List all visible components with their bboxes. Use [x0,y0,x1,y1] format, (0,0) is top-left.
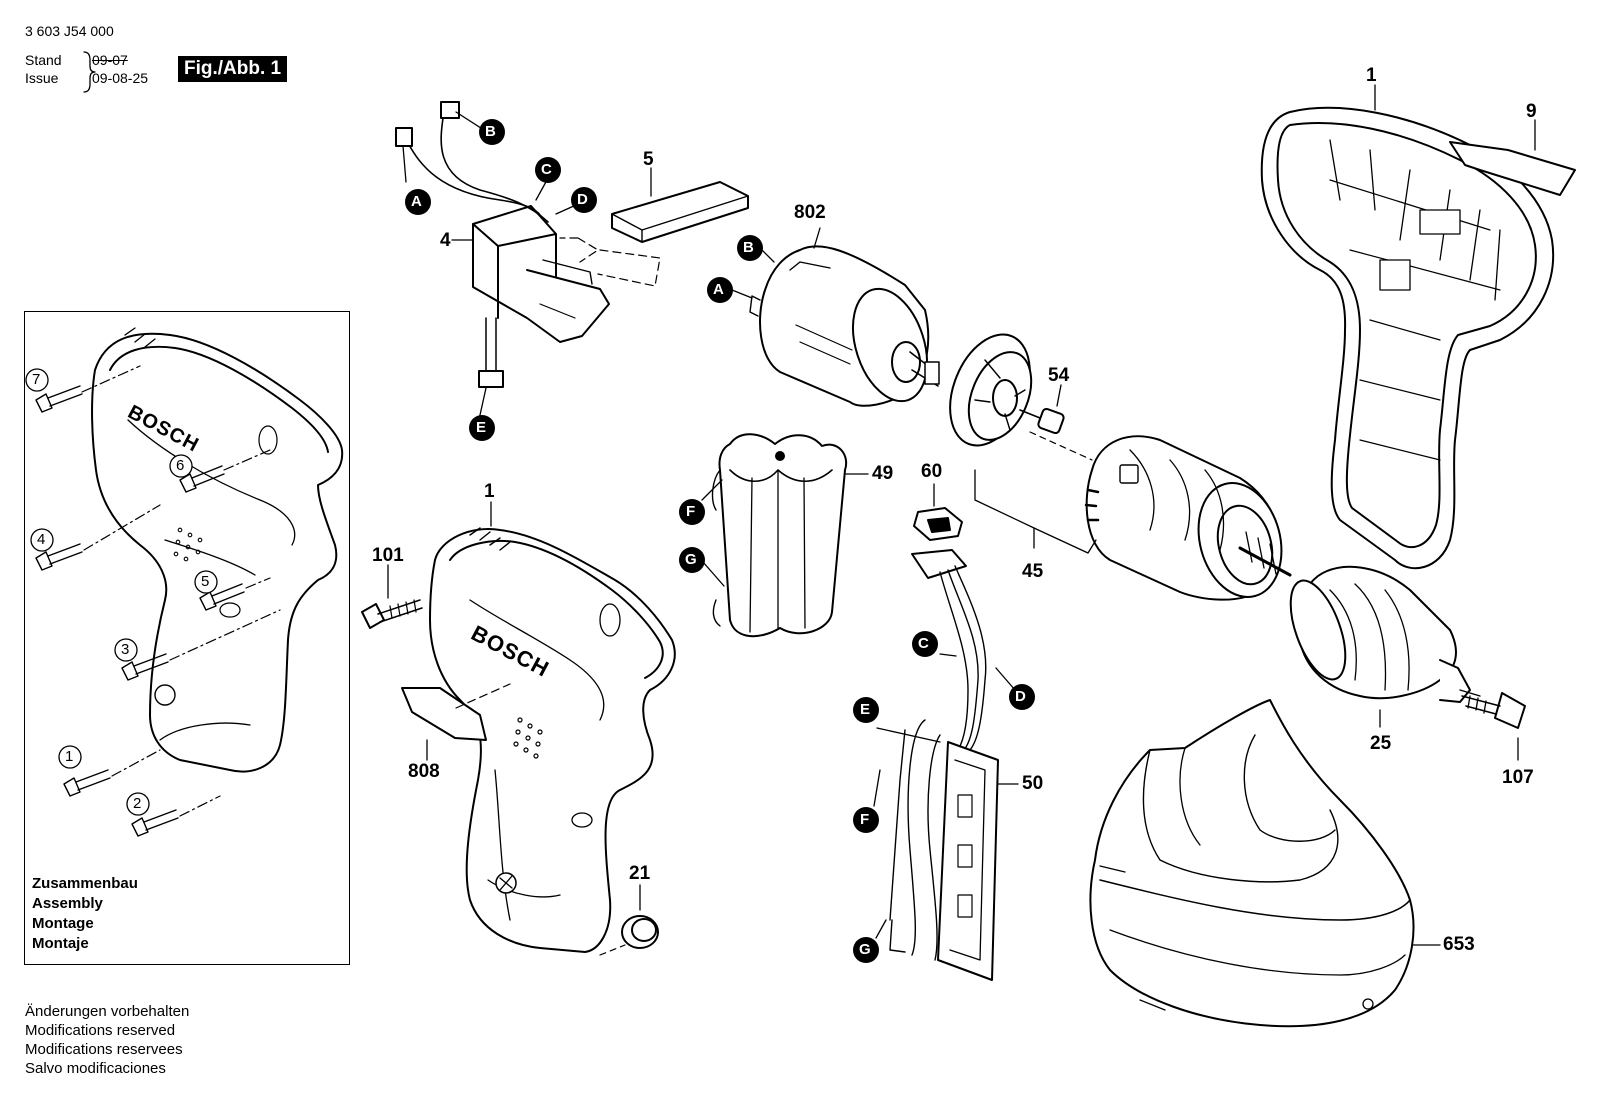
footer-note-fr: Modifications reservees [25,1041,183,1058]
label-part-808 [401,687,487,741]
step-3: 3 [121,641,130,658]
connector-D-electronics: D [1015,688,1026,705]
callout-101: 101 [372,545,404,566]
screw-part-107 [1461,692,1526,761]
screw-part-101 [361,564,423,629]
document-number: 3 603 J54 000 [25,23,114,39]
connector-F-battery: F [686,503,696,520]
callout-54: 54 [1048,365,1070,386]
inset-housing-drawing [91,327,344,773]
issue-label: Issue [25,70,59,86]
callout-49: 49 [872,463,894,484]
callout-1-housing: 1 [1366,65,1377,86]
issue-date: 09-08-25 [92,70,149,86]
electronics-part-50 [889,549,999,981]
connector-F-electronics: F [860,811,870,828]
callout-60: 60 [921,461,943,482]
cap-part-21 [599,884,659,956]
inset-screws [35,385,245,837]
label-part-9 [1449,141,1576,196]
step-2: 2 [133,795,142,812]
step-6: 6 [176,457,185,474]
label-part-5 [611,181,749,243]
assembly-caption-de: Zusammenbau [32,875,138,892]
callout-808: 808 [408,761,440,782]
connector-G-battery: G [685,551,697,568]
callout-802: 802 [794,202,826,223]
motor-part-802 [749,245,940,407]
callout-21: 21 [629,863,651,884]
step-1: 1 [65,748,74,765]
header-brace [83,51,96,93]
connector-A-motor: A [713,281,724,298]
connector-B-motor: B [743,239,754,256]
stand-label: Stand [25,52,62,68]
footer-note-de: Änderungen vorbehalten [25,1003,190,1020]
stand-date: 09-07 [92,52,128,68]
assembly-caption-fr: Montage [32,915,94,932]
housing-half-part-1-center [429,527,676,953]
connector-E-electronics: E [860,701,871,718]
callout-4: 4 [440,230,451,251]
connector-D-switch: D [577,191,588,208]
callout-50: 50 [1022,773,1044,794]
callout-9: 9 [1526,101,1537,122]
assembly-inset-frame [24,311,350,965]
assembly-caption-es: Montaje [32,935,89,952]
footer-note-en: Modifications reserved [25,1022,176,1039]
switch-part-4 [395,101,661,388]
inset-step-circles [25,368,218,816]
callout-45: 45 [1022,561,1044,582]
gearbox-part-45 [1084,435,1292,601]
connector-C-switch: C [541,161,552,178]
part-60 [913,507,963,541]
connector-A-switch: A [411,193,422,210]
housing-half-part-1-right [1260,106,1555,570]
callout-1-center: 1 [484,481,495,502]
callout-107: 107 [1502,767,1534,788]
chuck-part-25 [1289,565,1481,703]
connector-circles [405,119,1035,963]
footer-note-es: Salvo modificaciones [25,1060,166,1077]
callout-25: 25 [1370,733,1392,754]
figure-label: Fig./Abb. 1 [178,56,288,82]
step-4: 4 [37,531,46,548]
screw-part-54 [1019,384,1093,461]
assembly-caption-en: Assembly [32,895,103,912]
callout-5: 5 [643,149,654,170]
step-7: 7 [32,371,41,388]
connector-G-electronics: G [859,941,871,958]
connector-E-switch: E [476,419,487,436]
charger-part-653 [1089,699,1415,1028]
step-5: 5 [201,573,210,590]
motor-plate [949,333,1033,447]
connector-C-electronics: C [918,635,929,652]
battery-part-49 [711,433,848,638]
connector-B-switch: B [485,123,496,140]
callout-653: 653 [1443,934,1475,955]
